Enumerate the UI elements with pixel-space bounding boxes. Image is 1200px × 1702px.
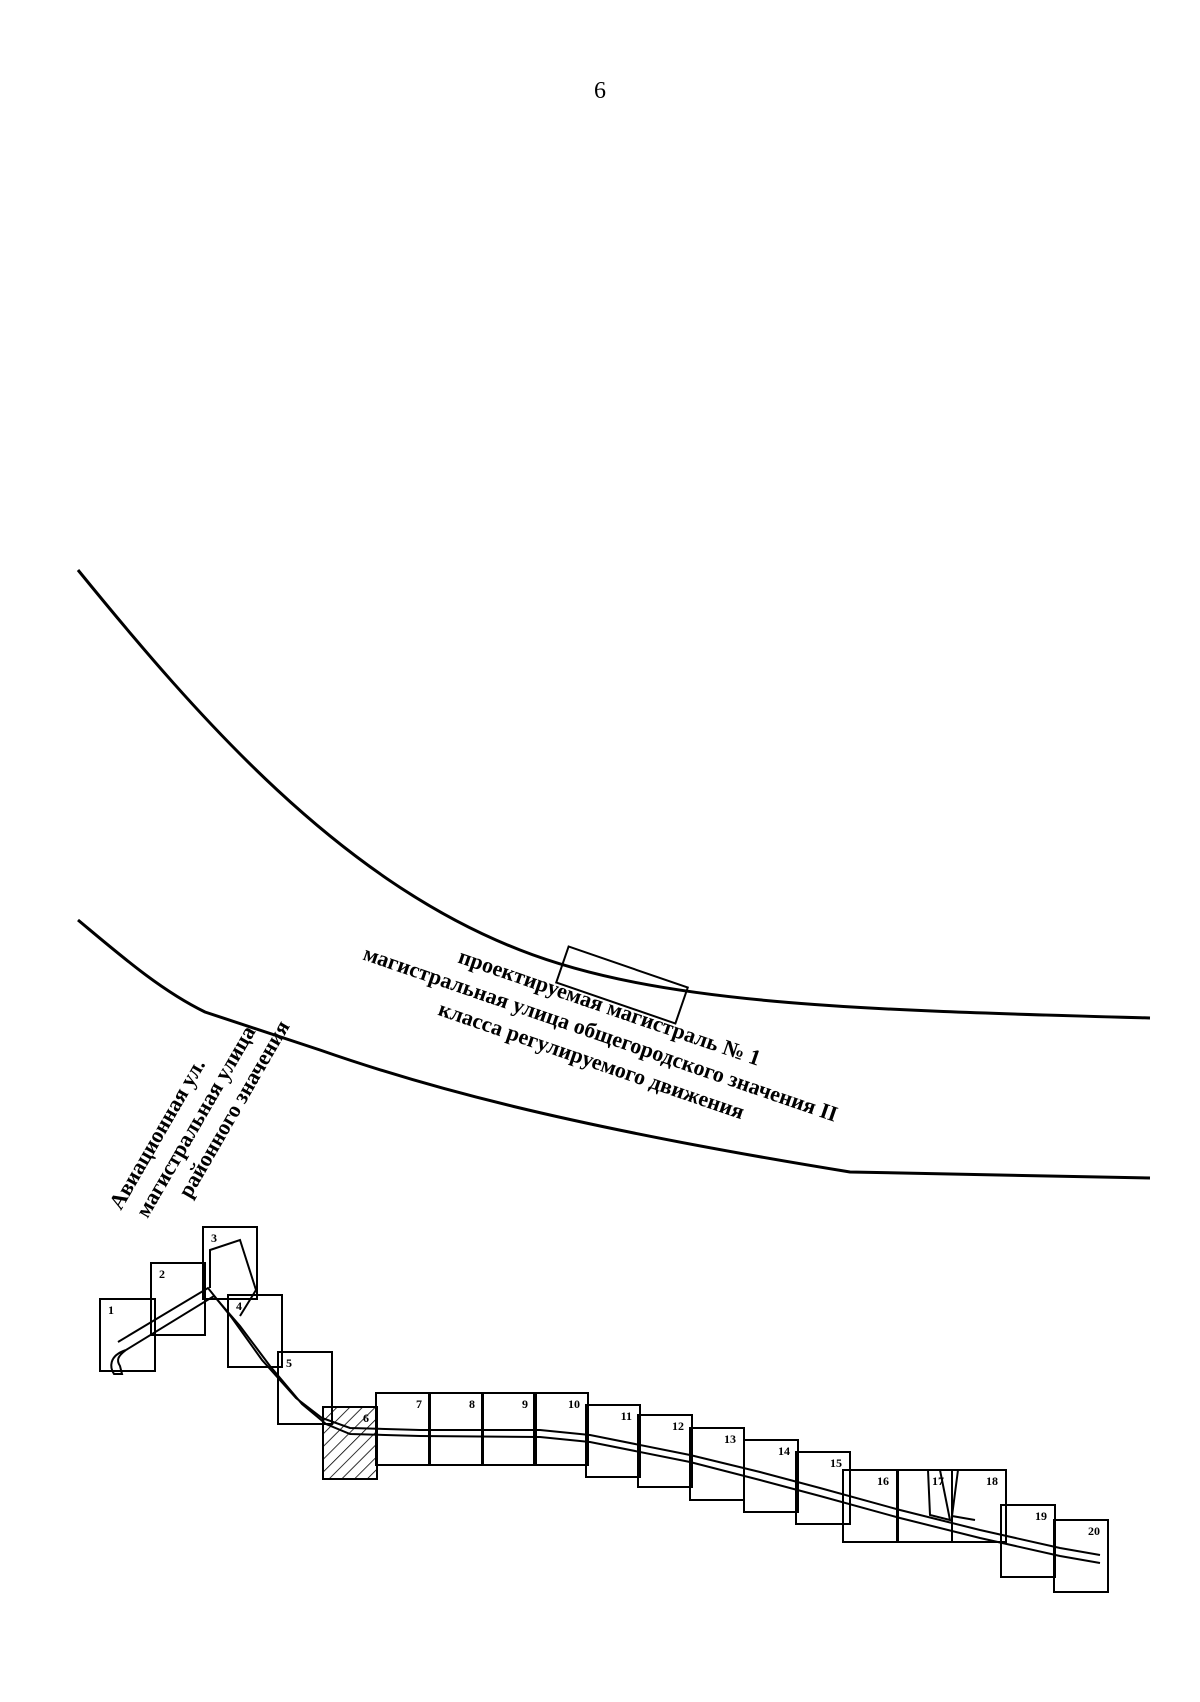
sheet-3-frame [202, 1226, 258, 1300]
route-left-edge [117, 1286, 1101, 1556]
road-section-marker [554, 945, 690, 1025]
road-upper-boundary [76, 569, 1151, 1020]
route-loop-sheet18 [950, 1469, 976, 1521]
page-number: 6 [594, 78, 606, 104]
sheet-14-number: 14 [778, 1444, 790, 1458]
route-trace [110, 1238, 1101, 1564]
sheet-19-number: 19 [1035, 1509, 1047, 1523]
sheet-15-frame [795, 1451, 851, 1525]
sheet-16-number: 16 [877, 1474, 889, 1488]
sheet-15-number: 15 [830, 1456, 842, 1470]
main-road-label: проектируемая магистраль № 1 магистральн… [360, 940, 841, 1126]
road-lower-boundary [77, 918, 1151, 1180]
sheet-2-number: 2 [159, 1267, 165, 1281]
sheet-6-frame [322, 1406, 378, 1480]
sheet-10-number: 10 [568, 1397, 580, 1411]
sheet-18-number: 18 [986, 1474, 998, 1488]
sheet-13-number: 13 [724, 1432, 736, 1446]
sheet-11-number: 11 [621, 1409, 632, 1423]
route-loop-sheet3 [209, 1238, 258, 1317]
sheet-5-frame [277, 1351, 333, 1425]
route-start-hook [110, 1349, 127, 1375]
route-right-edge [125, 1294, 1101, 1564]
sheet-8-number: 8 [469, 1397, 475, 1411]
sheet-3-number: 3 [211, 1231, 217, 1245]
sheet-12-number: 12 [672, 1419, 684, 1433]
main-road-label-line2: магистральная улица общегородского значе… [360, 940, 841, 1126]
route-loop-sheet17 [927, 1469, 952, 1522]
sheet-20-number: 20 [1088, 1524, 1100, 1538]
sheet-1-number: 1 [108, 1303, 114, 1317]
sheet-7-number: 7 [416, 1397, 422, 1411]
sheet-5-number: 5 [286, 1356, 292, 1370]
sheet-20-frame [1053, 1519, 1109, 1593]
sheet-4-frame [227, 1294, 283, 1368]
sheet-4-number: 4 [236, 1299, 242, 1313]
side-street-label: Авиационная ул. магистральная улица райо… [104, 1016, 295, 1222]
sheet-9-number: 9 [522, 1397, 528, 1411]
sheet-6-number: 6 [363, 1411, 369, 1425]
